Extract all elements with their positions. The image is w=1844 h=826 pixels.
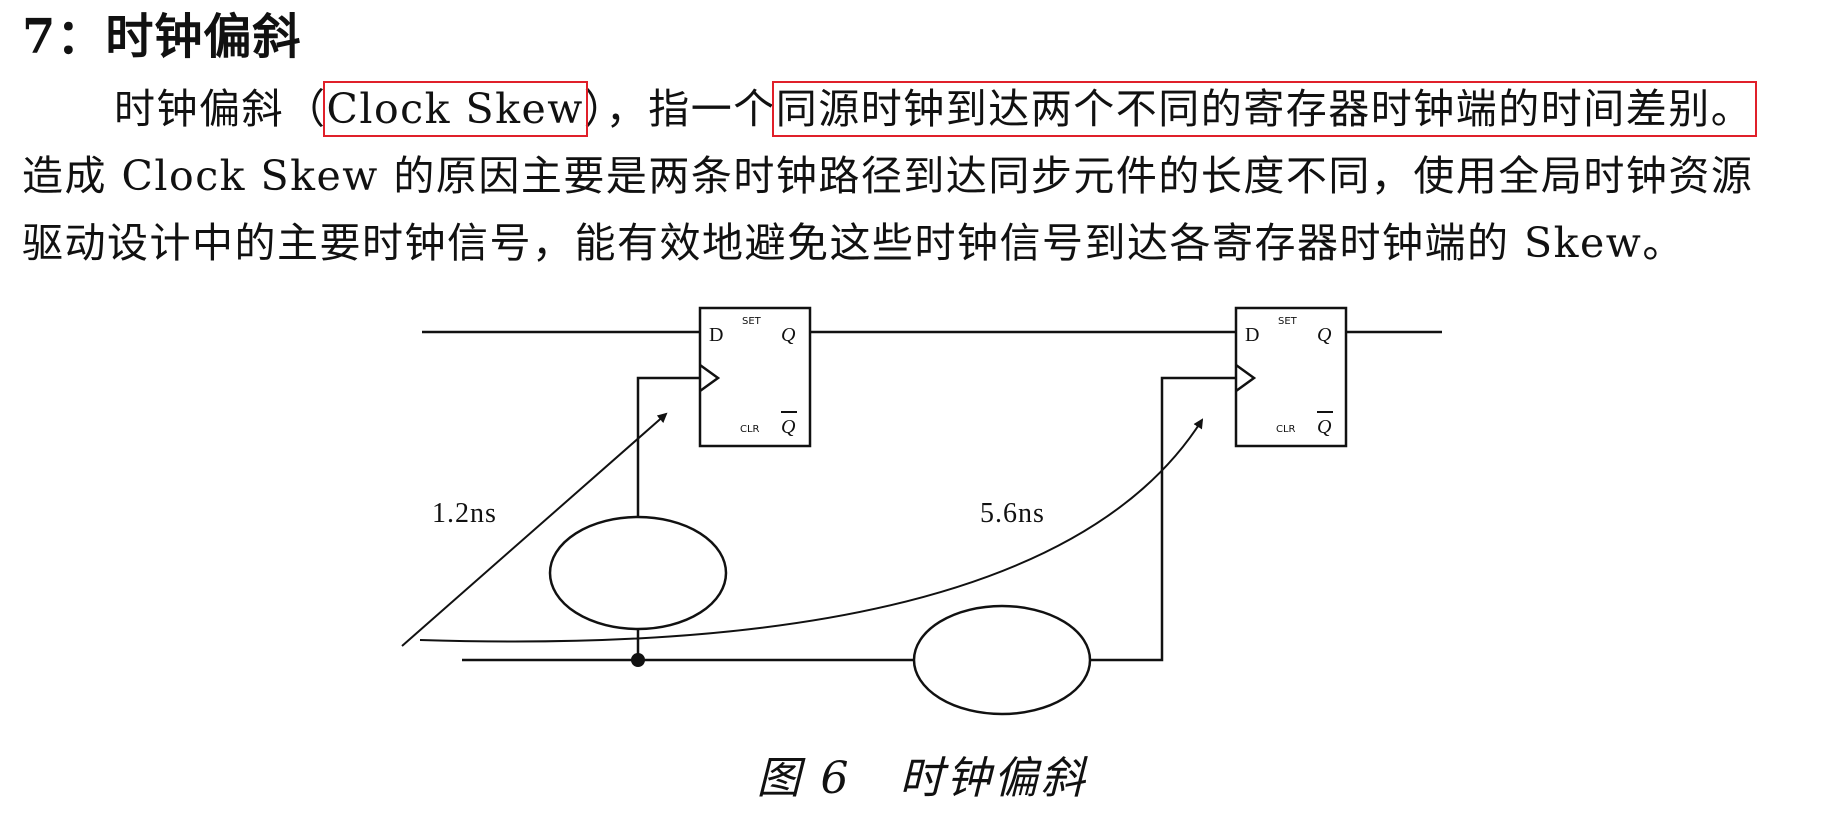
line1-start: 时钟偏斜（ (114, 85, 327, 133)
ff1-q-label: Q (781, 324, 796, 346)
delay-label-right: 5.6ns (980, 498, 1045, 529)
ff2-q-label: Q (1317, 324, 1332, 346)
ff2-set-label: SET (1278, 316, 1298, 327)
caption-number: 图 6 (756, 753, 852, 804)
ff1-qbar-label: Q (781, 416, 796, 438)
clock-wire-ff2 (1090, 376, 1236, 662)
ff2-d-label: D (1245, 324, 1259, 346)
paragraph-line-1: 时钟偏斜（Clock Skew），指一个同源时钟到达两个不同的寄存器时钟端的时间… (22, 76, 1832, 143)
line1-mid: ），指一个 (583, 85, 776, 133)
ff1-set-label: SET (742, 316, 762, 327)
section-number: 7 (22, 9, 57, 65)
section-heading: 7：时钟偏斜 (22, 2, 301, 72)
ff1-clr-label: CLR (740, 424, 760, 435)
arrow-5-6ns (419, 418, 1204, 643)
clock-junction-dot (631, 653, 645, 667)
highlighted-definition: 同源时钟到达两个不同的寄存器时钟端的时间差别。 (771, 81, 1758, 137)
caption-text: 时钟偏斜 (899, 753, 1088, 804)
ff1-clock-triangle (699, 363, 721, 393)
paragraph-line-2: 造成 Clock Skew 的原因主要是两条时钟路径到达同步元件的长度不同，使用… (22, 152, 1754, 200)
ff2-clr-label: CLR (1276, 424, 1296, 435)
highlighted-term: Clock Skew (322, 81, 588, 137)
paragraph-line-3: 驱动设计中的主要时钟信号，能有效地避免这些时钟信号到达各寄存器时钟端的 Skew… (22, 219, 1685, 267)
section-separator: ： (56, 9, 106, 65)
ff1-d-label: D (709, 324, 723, 346)
ff2-clock-triangle (1235, 363, 1257, 393)
ff2-qbar-label: Q (1317, 416, 1332, 438)
delay-label-left: 1.2ns (432, 498, 497, 529)
arrow-1-2ns (401, 412, 668, 647)
figure-caption: 图 6 时钟偏斜 (0, 742, 1844, 806)
delay-buffer-right (912, 604, 1092, 716)
section-title: 时钟偏斜 (105, 9, 302, 65)
body-paragraph: 时钟偏斜（Clock Skew），指一个同源时钟到达两个不同的寄存器时钟端的时间… (22, 76, 1832, 277)
clock-wire-ff1 (636, 376, 700, 518)
delay-buffer-left (548, 515, 728, 631)
